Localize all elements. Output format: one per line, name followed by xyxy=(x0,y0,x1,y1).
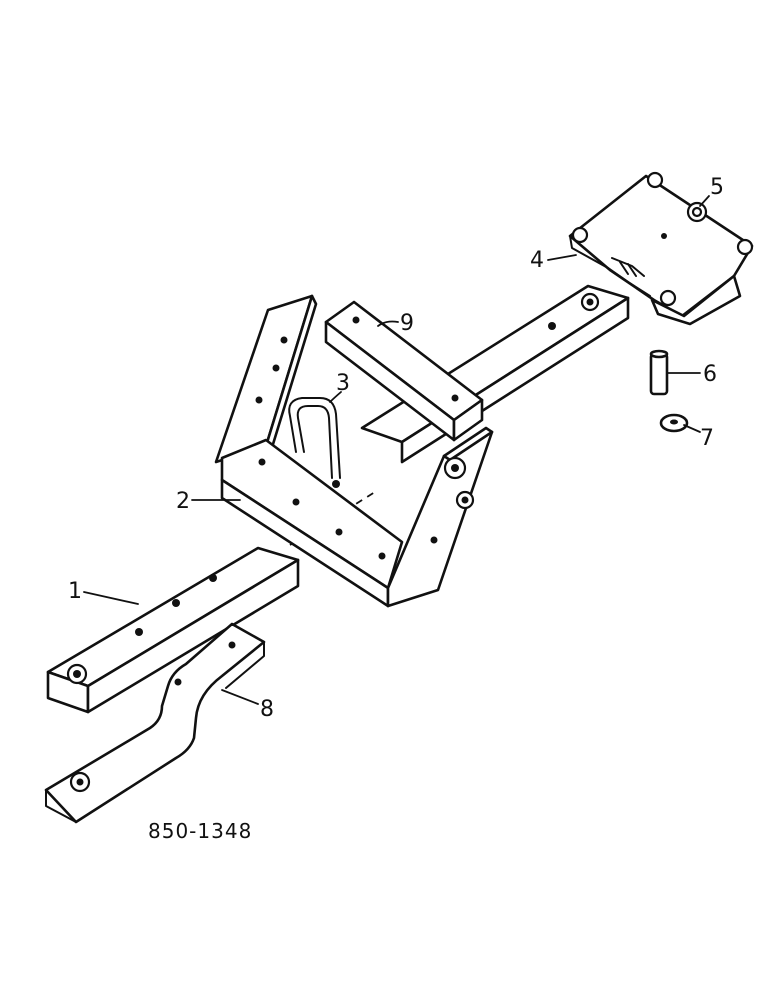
offset-bar-hole xyxy=(228,641,236,649)
part-3-u-bolt xyxy=(288,397,341,488)
callout-labels: 1 2 3 4 5 6 7 8 9 xyxy=(68,175,724,722)
drawbar-hole xyxy=(135,628,143,636)
part-8-offset-bar xyxy=(44,622,266,824)
leader-5 xyxy=(699,195,710,207)
hitch-plate-bolt xyxy=(571,226,589,244)
callout-5: 5 xyxy=(710,175,724,200)
leader-7 xyxy=(683,424,701,433)
pin-top xyxy=(649,349,669,359)
bracket-hole xyxy=(255,396,263,404)
stud-core xyxy=(691,206,703,218)
part-2-bracket xyxy=(214,294,494,608)
bracket-pivot-hole xyxy=(451,464,459,472)
hitch-plate-bolt xyxy=(736,238,754,256)
figure-id: 850-1348 xyxy=(148,819,252,843)
drawbar-front-side xyxy=(86,558,300,714)
drawbar-hole xyxy=(209,574,217,582)
u-bolt-outer xyxy=(288,397,341,479)
pin-body xyxy=(649,352,669,396)
callout-7: 7 xyxy=(700,426,714,451)
drawbar-end-hole-center xyxy=(73,670,81,678)
leader-3 xyxy=(329,391,342,403)
washer-hole xyxy=(670,419,678,425)
u-bolt-nut xyxy=(332,480,340,488)
u-bolt-inner xyxy=(296,405,333,479)
leader-1 xyxy=(83,591,139,605)
bracket-left-upright xyxy=(214,294,314,464)
leader-9 xyxy=(377,320,399,327)
part-9-clamp-block xyxy=(324,300,484,442)
bracket-base-top xyxy=(220,438,404,590)
callout-2: 2 xyxy=(176,489,190,514)
part-4-hitch-plate xyxy=(568,171,754,326)
hitch-plate-bolt xyxy=(659,289,677,307)
part-5-stud xyxy=(686,201,708,223)
clamp-block-hole xyxy=(352,316,360,324)
bracket-hole xyxy=(292,498,300,506)
callout-4: 4 xyxy=(530,248,544,273)
callout-8: 8 xyxy=(260,697,274,722)
part-7-washer xyxy=(659,413,689,433)
offset-bar-hole xyxy=(174,678,182,686)
bracket-hole xyxy=(272,364,280,372)
bracket-right-top xyxy=(442,426,494,462)
bracket-hole xyxy=(378,552,386,560)
hitch-plate-slot-tick xyxy=(619,261,629,275)
offset-bar-end xyxy=(45,789,77,823)
leader-8 xyxy=(221,689,259,705)
clamp-block-hole xyxy=(451,394,459,402)
hitch-plate-lower-edge xyxy=(569,235,651,297)
callout-1: 1 xyxy=(68,579,82,604)
offset-bar-end-hole-center xyxy=(76,778,84,786)
callout-3: 3 xyxy=(336,371,350,396)
callout-9: 9 xyxy=(400,311,414,336)
hitch-plate-center-hole xyxy=(661,233,667,239)
drawbar-rear-hole-center xyxy=(586,298,594,306)
part-6-pin xyxy=(649,349,669,396)
hitch-plate-slot xyxy=(611,257,645,277)
drawbar-hole xyxy=(172,599,180,607)
leader-lines xyxy=(83,195,710,705)
bracket-hole xyxy=(280,336,288,344)
bracket-hole xyxy=(430,536,438,544)
leader-4 xyxy=(547,254,577,261)
bracket-right-upright xyxy=(386,430,494,608)
callout-6: 6 xyxy=(703,362,717,387)
hitch-plate-side xyxy=(650,274,742,326)
drawbar-hole xyxy=(548,322,556,330)
drawbar-front-top xyxy=(46,546,300,688)
bracket-pivot-hole-2 xyxy=(461,496,469,504)
bracket-hole xyxy=(258,458,266,466)
offset-bar-rear-edge xyxy=(225,641,265,689)
hitch-plate-bolt xyxy=(646,171,664,189)
hitch-plate-slot-tick xyxy=(627,263,637,277)
clamp-block-end xyxy=(452,398,484,442)
bracket-hole xyxy=(335,528,343,536)
